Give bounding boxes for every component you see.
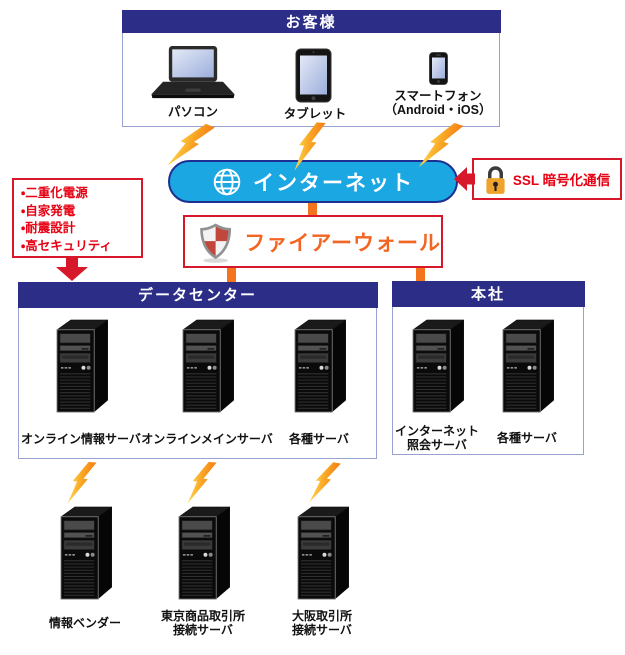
headquarters-panel-title: 本社 [391,280,585,307]
internet-label: インターネット [253,171,414,195]
lightning-bolt-icon [309,458,343,508]
customer-panel: お客様 パソコン タブレット スマートフォン （Android・iOS） [121,9,501,127]
server-label: 大阪取引所 接続サーバ [247,608,397,638]
server-label-line: 照会サーバ [407,438,467,452]
ssl-callout: SSL 暗号化通信 [472,158,622,200]
server-label-line: オンラインメインサーバ [141,431,273,446]
feature-item: ・高セキュリティ [21,238,113,253]
device-label: パソコン [167,105,218,119]
server-label: オンライン情報サーバ [6,424,156,454]
customer-panel-title: お客様 [121,9,501,33]
firewall-node: ファイアーウォール [183,215,443,268]
lightning-bolt-icon [188,459,219,507]
server-label-line: 大阪取引所 [291,608,352,623]
left-arrow-icon [454,167,475,191]
server-label: オンラインメインサーバ [132,424,282,454]
shield-icon [200,223,232,263]
datacenter-panel-title: データセンター [17,281,378,308]
server-icon [499,317,556,415]
tablet-icon [295,48,332,103]
lock-icon [486,165,505,194]
server-icon [53,317,110,415]
server-label-line: インターネット [394,423,479,438]
laptop-icon [151,45,235,99]
globe-icon [213,168,241,195]
server-label: 各種サーバ [244,424,394,454]
down-arrow-icon [56,257,88,281]
server-label: 東京商品取引所 接続サーバ [128,608,278,638]
server-label: 各種サーバ [452,423,602,453]
device-label: スマートフォン （Android・iOS） [368,89,508,117]
datacenter-features-callout: ・二重化電源 ・自家発電 ・耐震設計 ・高セキュリティ [12,178,143,258]
device-label: タブレット [283,107,347,121]
feature-item: ・自家発電 [21,203,76,218]
server-label-line: 各種サーバ [289,431,349,446]
connector-firewall-datacenter [227,266,236,283]
server-icon [409,317,466,415]
feature-item: ・二重化電源 [21,186,88,200]
server-label-line: 接続サーバ [292,623,352,637]
feature-item: ・耐震設計 [21,221,76,235]
server-icon [57,504,114,602]
firewall-label: ファイアーウォール [244,231,441,255]
server-label-line: 東京商品取引所 [160,608,245,623]
server-label-line: オンライン情報サーバ [21,431,141,446]
lightning-bolt-icon [68,459,99,507]
ssl-label: SSL 暗号化通信 [512,173,611,188]
internet-node: インターネット [168,160,458,203]
connector-internet-firewall [308,200,317,218]
device-label-line2: （Android・iOS） [384,102,492,117]
server-icon [179,317,236,415]
server-label: 情報ベンダー [10,608,160,638]
smartphone-icon [429,52,448,85]
server-label-line: 情報ベンダー [48,615,121,630]
server-icon [294,504,351,602]
server-icon [175,504,232,602]
server-label-line: 接続サーバ [173,623,233,637]
lightning-bolt-icon [294,117,328,177]
server-label: インターネット 照会サーバ [362,423,512,453]
device-label-line1: スマートフォン [394,89,482,103]
server-label-line: 各種サーバ [497,430,557,445]
connector-firewall-headquarters [416,266,425,283]
server-icon [291,317,348,415]
